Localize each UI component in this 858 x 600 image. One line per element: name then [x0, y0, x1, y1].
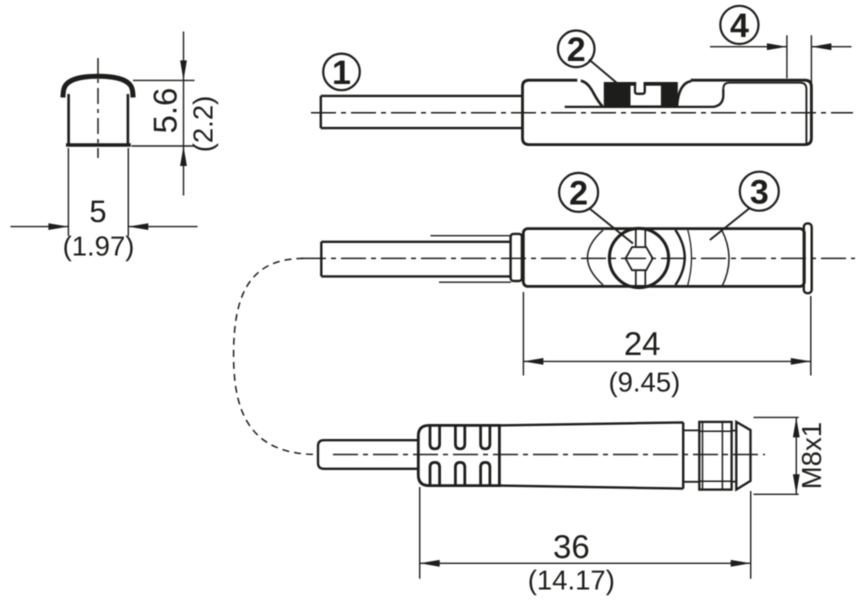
svg-text:4: 4	[730, 7, 749, 45]
svg-text:2: 2	[569, 175, 588, 213]
svg-text:M8x1: M8x1	[796, 422, 827, 489]
svg-text:36: 36	[553, 528, 590, 565]
svg-text:24: 24	[624, 325, 661, 362]
svg-text:(14.17): (14.17)	[528, 564, 615, 595]
svg-text:(9.45): (9.45)	[608, 367, 680, 398]
svg-text:(1.97): (1.97)	[63, 231, 135, 262]
svg-text:5.6: 5.6	[147, 88, 184, 134]
svg-text:1: 1	[332, 54, 351, 92]
svg-text:(2.2): (2.2)	[188, 96, 219, 153]
svg-text:3: 3	[750, 174, 769, 212]
svg-text:2: 2	[567, 31, 586, 69]
svg-text:5: 5	[89, 194, 106, 229]
